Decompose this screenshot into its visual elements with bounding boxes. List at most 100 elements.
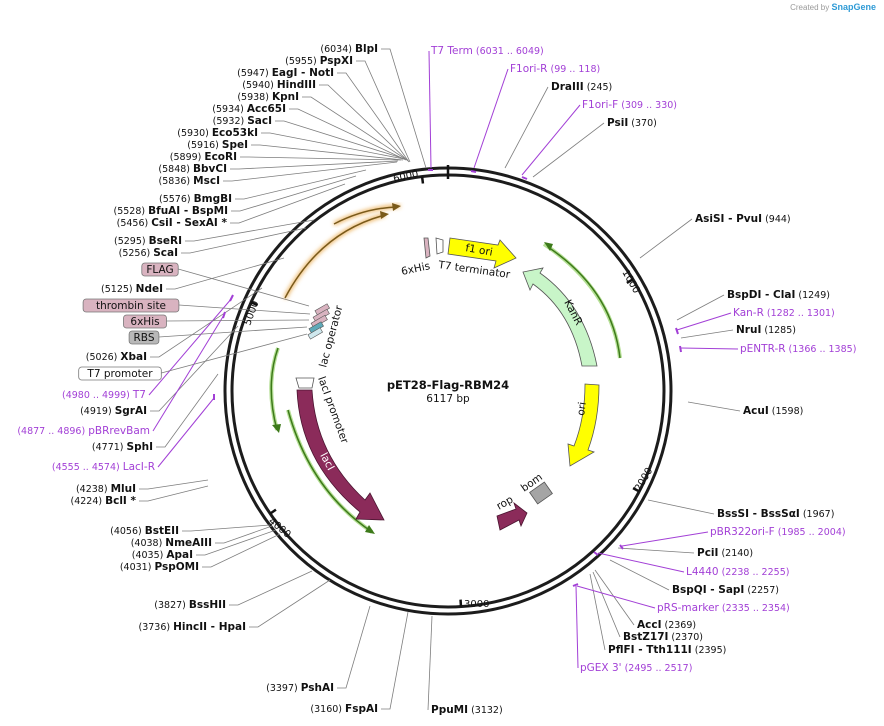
enzyme-position: (5934) <box>212 104 247 115</box>
primer-leader-line <box>157 397 215 468</box>
primer-range: (309 .. 330) <box>618 100 677 111</box>
enzyme-position: (5848) <box>158 164 193 175</box>
enzyme-position: (3132) <box>468 705 503 716</box>
enzyme-position: (4919) <box>80 406 115 417</box>
leader-line <box>215 525 273 544</box>
leader-line <box>381 48 427 169</box>
leader-line <box>230 160 399 170</box>
primer-leader-line <box>473 68 509 169</box>
orange-arrow-lower-head <box>380 211 389 219</box>
primer-name: T7 Term <box>430 45 473 57</box>
enzyme-name: BmgBI <box>194 193 232 205</box>
enzyme-name: NdeI <box>136 283 163 295</box>
enzyme-position: (4056) <box>110 526 145 537</box>
enzyme-name: Acc65I <box>247 103 286 115</box>
enzyme-name: SpeI <box>222 139 248 151</box>
primer-leader-line <box>428 50 432 169</box>
primer-name: LacI-R <box>123 461 155 473</box>
enzyme-name: BspQI - SapI <box>672 584 744 596</box>
enzyme-label-left: (5456) CsiI - SexAI * <box>117 217 228 229</box>
primer-name: Kan-R <box>733 307 764 319</box>
enzyme-position: (5456) <box>117 218 152 229</box>
enzyme-name: KpnI <box>272 91 299 103</box>
feature-box-bg <box>141 262 179 277</box>
primer-name: L4440 <box>686 566 719 578</box>
ori-label: ori <box>575 401 589 416</box>
primer-leader-line <box>680 347 739 350</box>
feature-box-label: 6xHis <box>123 314 167 329</box>
primer-labels: T7 Term (6031 .. 6049)F1ori-R (99 .. 118… <box>17 45 856 674</box>
enzyme-name: AccI <box>637 619 661 631</box>
leader-line <box>504 86 549 169</box>
enzyme-position: (3827) <box>154 600 189 611</box>
enzyme-position: (5940) <box>242 80 277 91</box>
rop-arrow <box>496 501 528 531</box>
enzyme-label-right: BspDI - ClaI (1249) <box>727 289 830 301</box>
primer-range: (99 .. 118) <box>547 64 600 75</box>
enzyme-name: EcoRI <box>204 151 237 163</box>
enzyme-position: (1249) <box>795 290 830 301</box>
enzyme-label-left: (5930) Eco53kI <box>177 127 258 139</box>
enzyme-position: (5256) <box>119 248 154 259</box>
enzyme-name: SphI <box>127 441 153 453</box>
enzyme-label-left: (3827) BssHII <box>154 599 226 611</box>
enzyme-name: ScaI <box>153 247 178 259</box>
feature-box-bg <box>128 330 160 345</box>
enzyme-position: (4038) <box>131 538 166 549</box>
orange-arrow-lower <box>283 213 386 299</box>
leader-line <box>337 72 410 163</box>
enzyme-name: BfuAI - BspMI <box>148 205 228 217</box>
feature-box-bg <box>82 298 180 313</box>
leader-line <box>687 401 741 412</box>
primer-label-right: Kan-R (1282 .. 1301) <box>733 307 835 319</box>
feature-box-bg <box>78 366 162 381</box>
green-arrow-left-2-head <box>365 525 375 534</box>
enzyme-label-left: (5955) PspXI <box>285 55 353 67</box>
kanr-arrow <box>522 267 598 367</box>
enzyme-position: (3736) <box>139 622 174 633</box>
enzyme-label-left: (4056) BstEII <box>110 525 179 537</box>
enzyme-position: (5576) <box>159 194 194 205</box>
enzyme-position: (5125) <box>101 284 136 295</box>
orange-arrow-upper-head <box>392 203 401 211</box>
enzyme-position: (3160) <box>310 704 345 715</box>
laci-arrow <box>296 389 385 521</box>
enzyme-label-right: AcuI (1598) <box>743 405 803 417</box>
primer-range: (6031 .. 6049) <box>473 46 544 57</box>
leader-line <box>319 84 409 162</box>
enzyme-name: SacI <box>247 115 272 127</box>
enzyme-label-left: (3160) FspAI <box>310 703 378 715</box>
enzyme-label-left: (3397) PshAI <box>266 682 334 694</box>
primer-label-right: F1ori-F (309 .. 330) <box>582 99 677 111</box>
enzyme-name: BssHII <box>189 599 226 611</box>
enzyme-label-left: (5026) XbaI <box>86 351 147 363</box>
enzyme-position: (4771) <box>92 442 127 453</box>
tick-label-5000: 5000 <box>242 299 261 327</box>
leader-line <box>178 268 310 307</box>
tick-label-3000: 3000 <box>464 599 489 610</box>
enzyme-position: (4224) <box>71 496 106 507</box>
enzyme-name: Eco53kI <box>212 127 258 139</box>
created-by-text: Created by <box>790 3 830 12</box>
enzyme-position: (5899) <box>170 152 205 163</box>
feature-box-t7promoter <box>307 327 323 340</box>
primer-leader-line <box>148 297 233 396</box>
enzyme-name: PshAI <box>301 682 334 694</box>
enzyme-position: (944) <box>762 214 791 225</box>
enzyme-label-right: BssSI - BssSαI (1967) <box>717 508 834 520</box>
green-arrow-left-1-line <box>270 347 279 431</box>
enzyme-label-left: (3736) HincII - HpaI <box>139 621 246 633</box>
plasmid-size: 6117 bp <box>426 393 470 405</box>
leader-line <box>231 175 357 212</box>
plasmid-name: pET28-Flag-RBM24 <box>387 378 509 392</box>
enzyme-position: (1285) <box>761 325 796 336</box>
leader-line <box>161 333 308 374</box>
green-arrow-right-head <box>544 242 553 251</box>
enzyme-label-right: PsiI (370) <box>607 117 657 129</box>
leader-line <box>302 96 408 161</box>
primer-leader-line <box>621 531 709 547</box>
enzyme-position: (5295) <box>114 236 149 247</box>
feature-box-text: RBS <box>134 332 155 344</box>
leader-line <box>532 122 605 178</box>
